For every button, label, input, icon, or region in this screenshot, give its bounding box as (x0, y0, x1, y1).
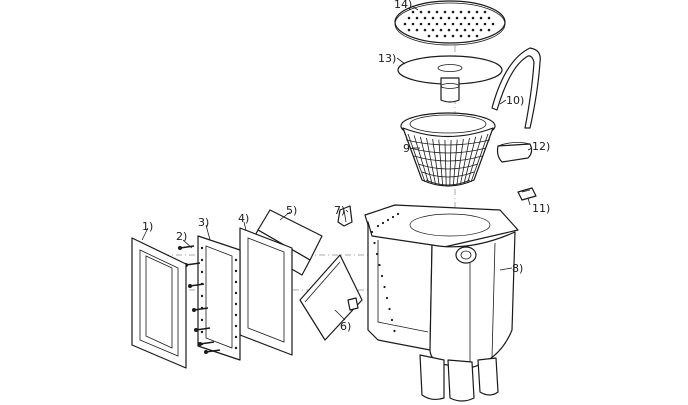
part-9-basket (400, 112, 496, 187)
label-part-6: 6) (340, 320, 351, 333)
part-8-skimmer-body (364, 204, 519, 402)
part-3-frame (197, 235, 241, 361)
part-2-screws (178, 245, 221, 354)
part-13-plate (397, 55, 503, 103)
part-1-faceplate (131, 237, 187, 369)
label-part-2: 2) (176, 230, 187, 243)
label-part-13: 13) (378, 52, 396, 65)
label-part-14: 14) (394, 0, 412, 11)
label-part-4: 4) (238, 212, 249, 225)
label-part-12: 12) (532, 140, 550, 153)
label-part-9: 9 (403, 142, 410, 155)
part-7-clip (337, 205, 353, 227)
part-6-weir-door (299, 254, 363, 341)
label-part-3: 3) (198, 216, 209, 229)
label-part-11: 11) (532, 202, 550, 215)
label-part-8: 8) (512, 262, 523, 275)
part-4-gasket (239, 227, 293, 356)
label-part-5: 5) (286, 204, 297, 217)
part-14-lid (394, 0, 506, 46)
part-11-clip (517, 187, 537, 201)
label-part-1: 1) (142, 220, 153, 233)
label-part-7: 7) (334, 204, 345, 217)
part-10-handle (491, 47, 541, 129)
part-12-weir-flap (496, 142, 533, 163)
leader-lines (141, 5, 533, 321)
label-part-10: 10) (506, 94, 524, 107)
